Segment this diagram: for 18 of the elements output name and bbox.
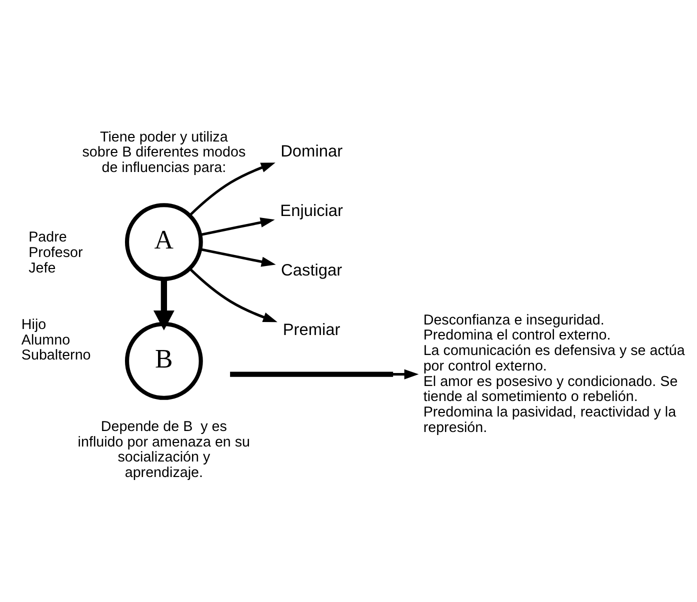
arrow — [199, 217, 274, 236]
arrow — [188, 267, 277, 322]
node-circle: B — [124, 322, 202, 400]
node-circle: A — [124, 202, 202, 280]
arrow — [188, 162, 275, 216]
node-text: Dominar — [280, 142, 342, 160]
node-text: Premiar — [282, 320, 340, 339]
node-text: Desconfianza e inseguridad. Predomina el control externo. La comunicación es defensiva y se actúa por control externo. El amor es posesivo y condicionado. Se tiende al sometimiento o rebelión. Predomina la pasividad, reactividad y la represión. — [422, 312, 684, 436]
node-label: Tiene poder y utiliza sobre B diferentes modos de influencias para: — [82, 128, 246, 176]
node-label: Depende de B y es influido por amenaza en su socialización y aprendizaje. — [77, 418, 250, 481]
node-bar — [230, 371, 393, 376]
node-text: Enjuiciar — [280, 202, 343, 220]
arrow — [199, 247, 276, 266]
node-text: Castigar — [280, 261, 342, 280]
arrow — [392, 368, 418, 379]
arrow — [152, 278, 174, 330]
node-label: Hijo Alumno Subalterno — [20, 316, 90, 364]
node-label: Padre Profesor Jefe — [28, 229, 82, 276]
